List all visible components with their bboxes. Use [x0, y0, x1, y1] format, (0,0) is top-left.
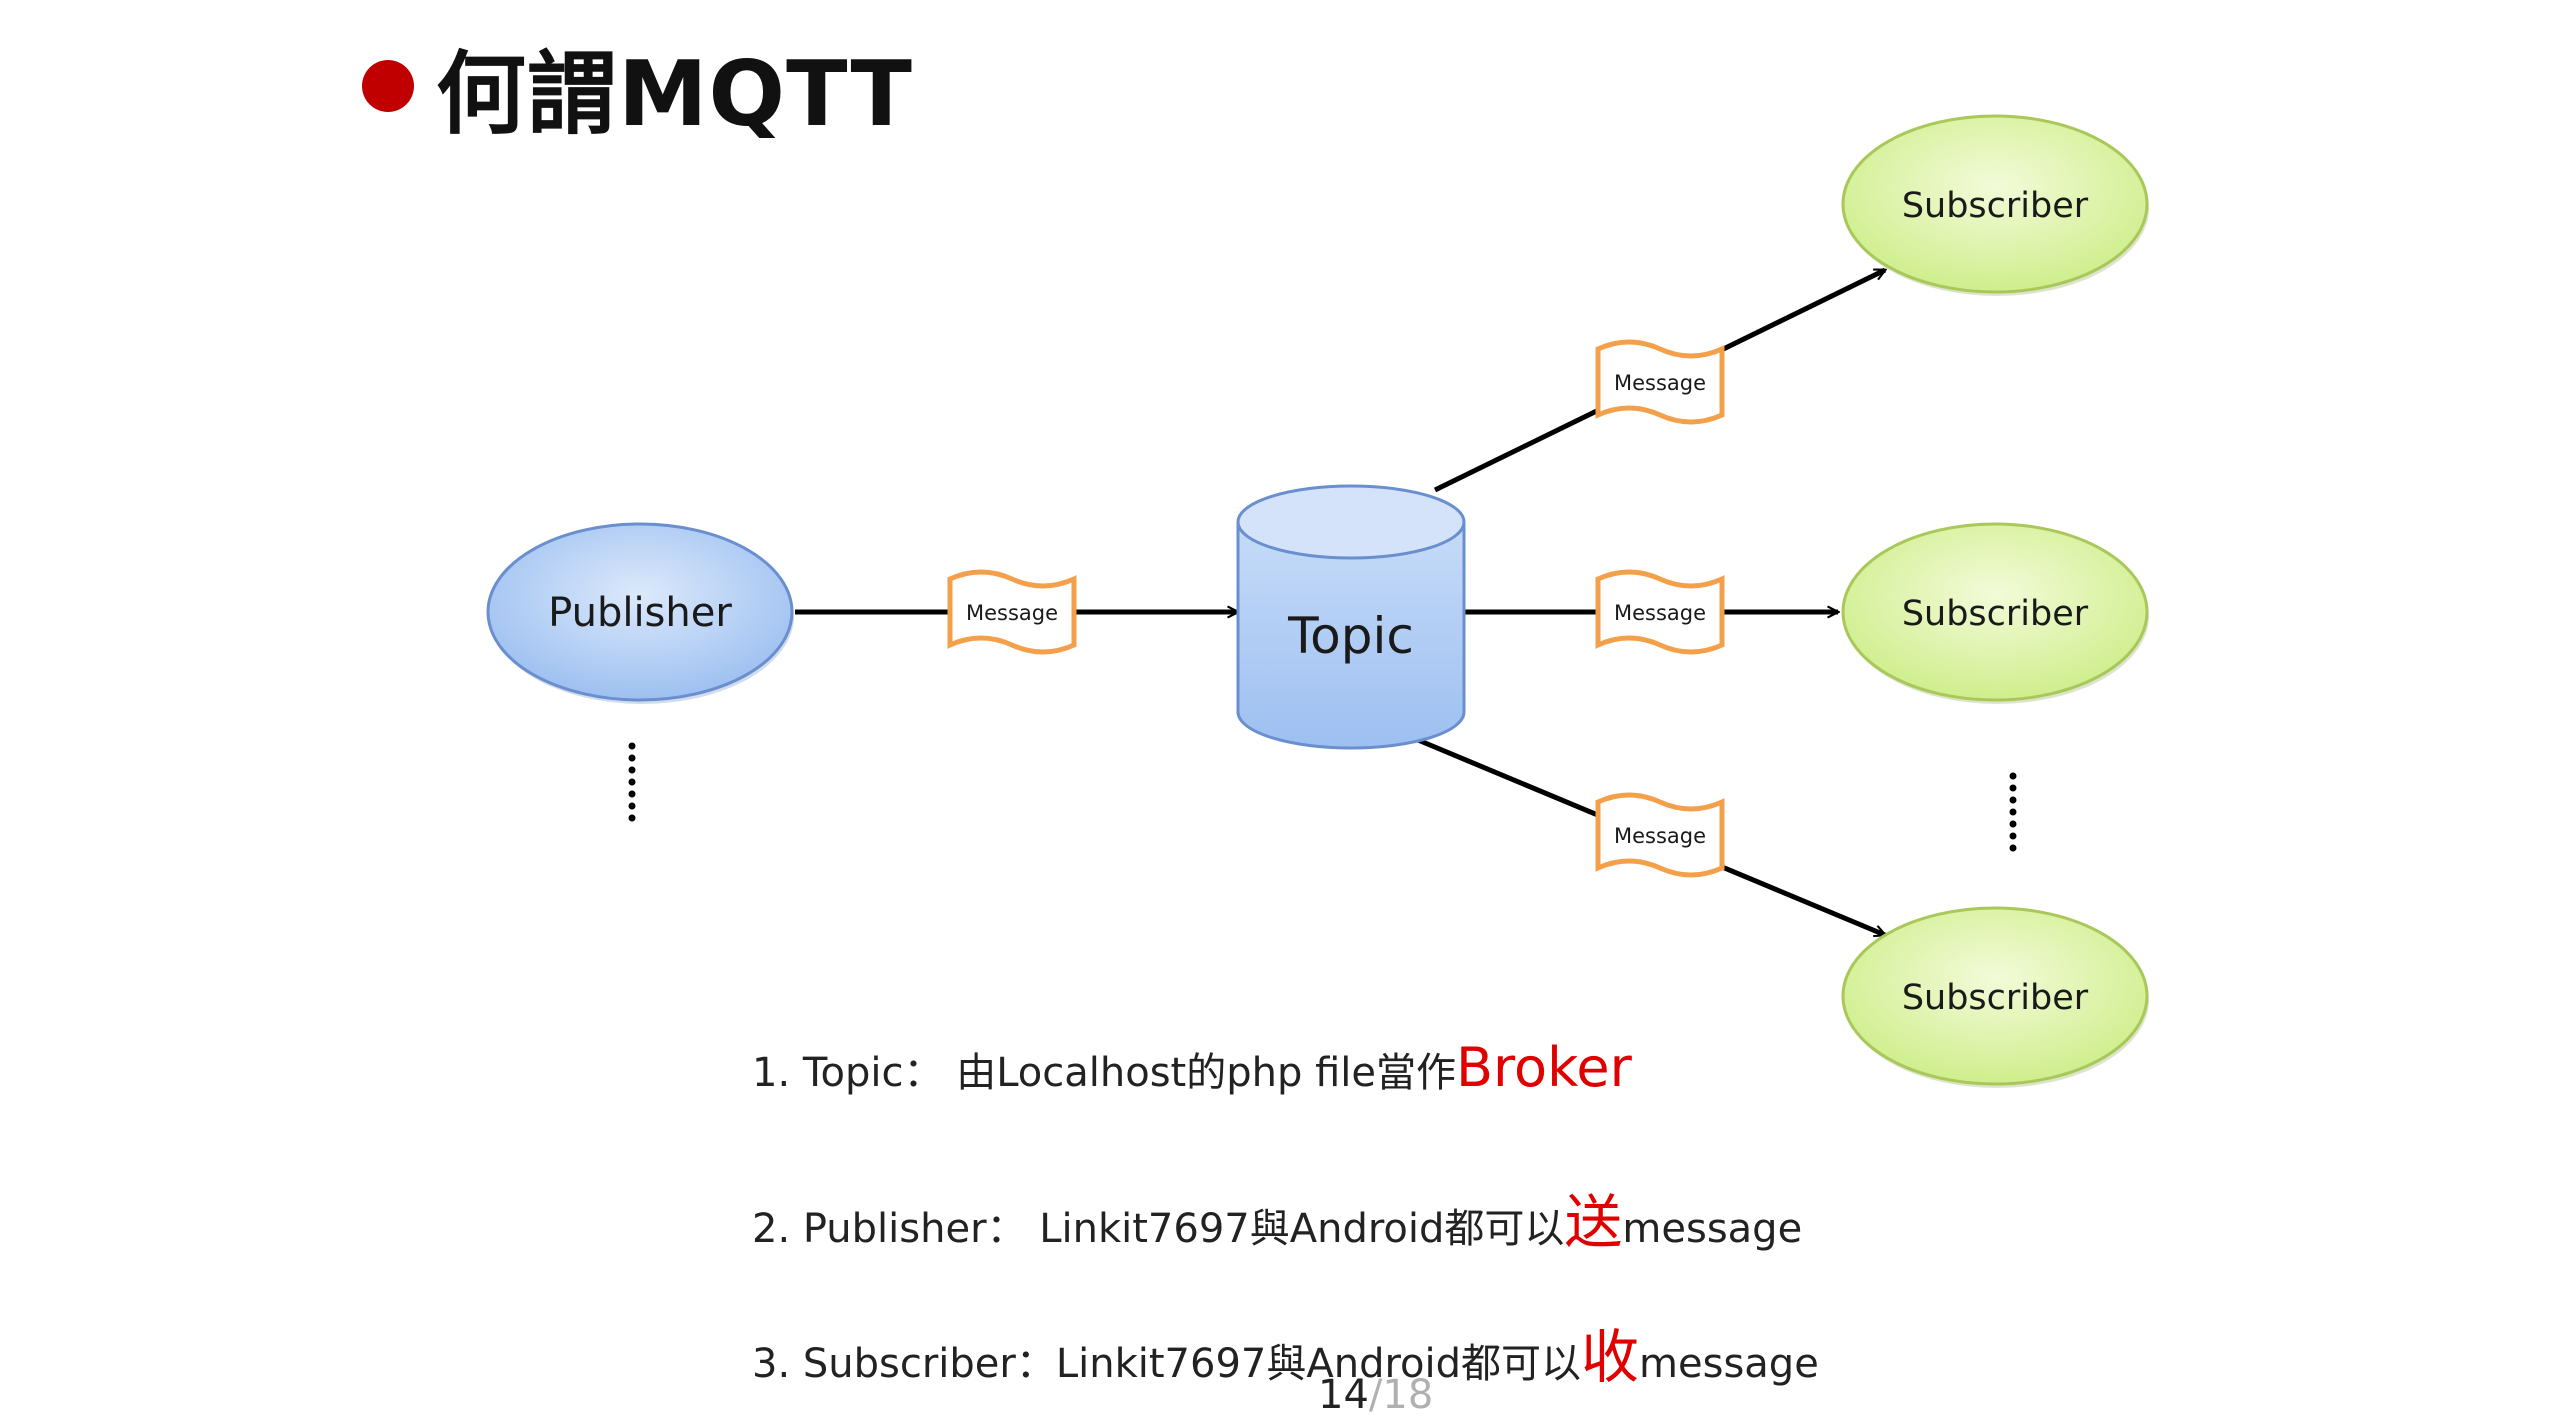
- publisher-label: Publisher: [548, 590, 732, 636]
- message-flag-publish: Message: [950, 572, 1074, 652]
- message-label: Message: [1614, 824, 1706, 848]
- subscriber-node-middle: Subscriber: [1841, 522, 2149, 704]
- note-highlight: 送: [1564, 1188, 1623, 1256]
- note-text: message: [1622, 1206, 1803, 1252]
- note-text: message: [1639, 1341, 1819, 1387]
- page-indicator: 14/18: [1318, 1372, 1433, 1418]
- page-current: 14: [1318, 1372, 1369, 1418]
- note-text: 1. Topic： 由Localhost的php file當作: [752, 1050, 1456, 1096]
- note-text: 2. Publisher： Linkit7697與Android都可以: [752, 1206, 1565, 1252]
- message-label: Message: [966, 601, 1058, 625]
- message-flag-middle: Message: [1598, 572, 1722, 652]
- note-topic: 1. Topic： 由Localhost的php file當作Broker: [752, 1036, 1632, 1099]
- slide-title: 何謂MQTT: [436, 42, 913, 147]
- subscriber-more-dots: [2009, 772, 2017, 852]
- message-label: Message: [1614, 601, 1706, 625]
- subscriber-label: Subscriber: [1902, 594, 2089, 634]
- page-total: /18: [1368, 1372, 1434, 1418]
- subscriber-node-top: Subscriber: [1841, 114, 2149, 296]
- subscriber-label: Subscriber: [1902, 978, 2089, 1018]
- publisher-more-dots: [628, 742, 636, 822]
- subscriber-label: Subscriber: [1902, 186, 2089, 226]
- bullet-icon: [362, 60, 414, 112]
- publisher-node: Publisher: [486, 522, 794, 704]
- note-publisher: 2. Publisher： Linkit7697與Android都可以送mess…: [752, 1175, 1802, 1259]
- note-text: 3. Subscriber：Linkit7697與Android都可以: [752, 1341, 1582, 1387]
- topic-node: Topic: [1236, 484, 1466, 750]
- note-highlight: Broker: [1455, 1036, 1632, 1099]
- note-highlight: 收: [1581, 1323, 1640, 1391]
- slide-title-row: 何謂MQTT: [362, 26, 913, 147]
- message-flag-top: Message: [1598, 342, 1722, 422]
- note-subscriber: 3. Subscriber：Linkit7697與Android都可以收mess…: [752, 1310, 1819, 1394]
- topic-label: Topic: [1287, 607, 1414, 665]
- subscriber-node-bottom: Subscriber: [1841, 906, 2149, 1088]
- message-flag-bottom: Message: [1598, 795, 1722, 875]
- message-label: Message: [1614, 371, 1706, 395]
